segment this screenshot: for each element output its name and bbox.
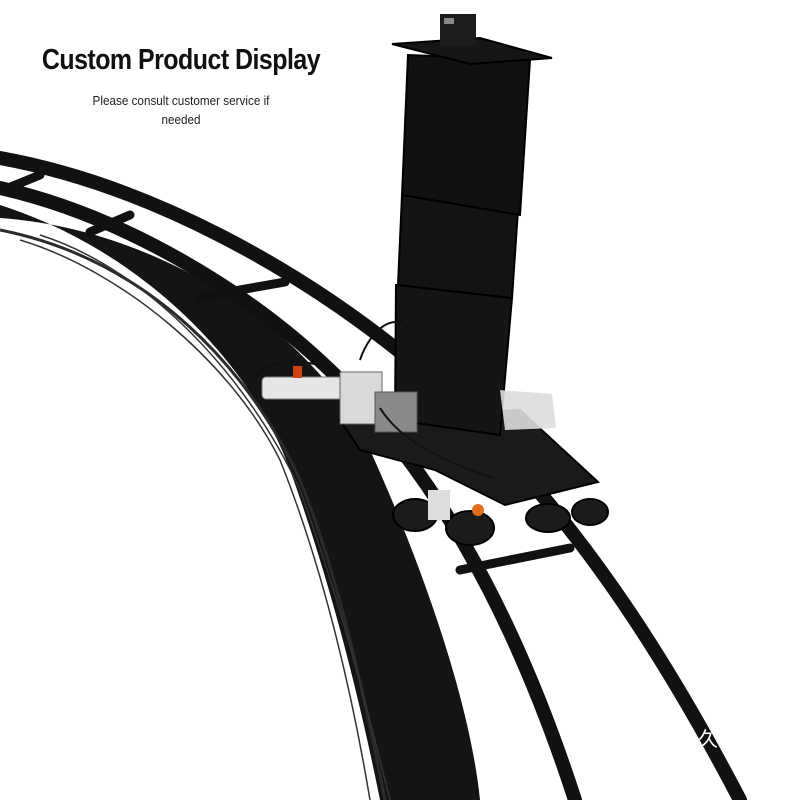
tray-cable <box>39 234 391 800</box>
loose-cables <box>254 320 494 479</box>
power-strip <box>261 376 345 400</box>
cable-tray <box>0 205 480 800</box>
watermark-text: 久 <box>698 727 718 751</box>
wheel-bracket <box>428 490 450 520</box>
power-supply <box>374 391 418 433</box>
orange-knob <box>472 504 484 516</box>
rail-ties <box>3 170 575 575</box>
caption-background <box>38 30 326 94</box>
plastic-bag <box>500 390 556 430</box>
telescoping-column <box>391 14 553 437</box>
tray-cable <box>19 239 371 800</box>
caption-headline: Custom Product Display <box>41 44 321 76</box>
caption-subline: Please consult customer service if neede… <box>92 93 270 127</box>
red-switch <box>293 366 302 378</box>
